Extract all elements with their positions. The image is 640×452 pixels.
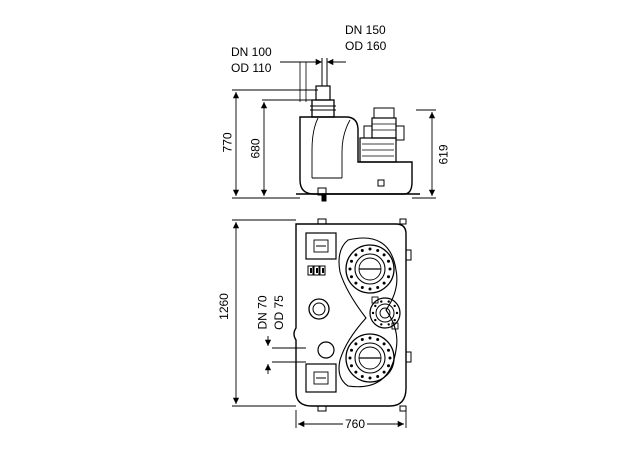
inspection-cover-top	[305, 232, 337, 260]
flange-bolt	[354, 253, 358, 257]
flange-bolt	[360, 249, 364, 252]
flange-bolt	[368, 247, 372, 251]
width-label: 760	[343, 417, 368, 431]
flange-bolt	[387, 364, 390, 368]
flange-bolt	[380, 323, 383, 326]
lower-pump-chamber	[345, 333, 395, 383]
housing-outline	[293, 223, 407, 407]
height-tank-label: 680	[248, 138, 263, 159]
outlet-dn-label: DN 150	[345, 23, 386, 37]
flange-bolt	[382, 370, 386, 374]
flange-bolt	[376, 249, 380, 252]
flange-bolt	[376, 338, 380, 341]
upper-pump-chamber	[345, 244, 395, 294]
flange-bolt	[360, 286, 364, 289]
flange-bolt	[388, 267, 392, 271]
flange-bolt	[388, 356, 392, 360]
tank-body	[299, 116, 413, 195]
flange-bolt	[350, 275, 353, 279]
round-inlet	[308, 298, 330, 320]
height-motor-label: 619	[436, 144, 451, 165]
flange-bolt	[387, 348, 390, 352]
flange-bolt	[387, 323, 390, 326]
outlet-od-label: OD 160	[345, 39, 387, 53]
flange-bolt	[393, 318, 396, 322]
flange-bolt	[354, 281, 358, 285]
flange-bolt	[382, 281, 386, 285]
side-dimensions	[232, 58, 436, 199]
terminal-blocks	[307, 265, 326, 276]
flange-bolt	[395, 311, 399, 315]
flange-bolt	[350, 259, 353, 263]
flange-bolt	[354, 370, 358, 374]
flange-bolt	[368, 336, 372, 340]
length-label: 1260	[216, 293, 231, 320]
pump-motor	[359, 107, 405, 163]
flange-bolt	[354, 342, 358, 346]
flange-bolt	[360, 338, 364, 341]
flange-bolt	[368, 376, 372, 380]
height-total-label: 770	[220, 132, 235, 153]
side-od-label: OD 75	[271, 295, 286, 330]
flange-bolt	[376, 375, 380, 378]
inlet-od-label: OD 110	[231, 61, 272, 75]
flange-bolt	[380, 300, 383, 303]
inspection-cover-bottom	[305, 363, 337, 393]
top-view	[232, 218, 412, 428]
flange-bolt	[387, 259, 390, 263]
flange-bolt	[371, 311, 375, 315]
flange-bolt	[382, 342, 386, 346]
flange-bolt	[348, 267, 352, 271]
flange-bolt	[348, 356, 352, 360]
flange-bolt	[350, 348, 353, 352]
flange-bolt	[374, 304, 377, 308]
flange-bolt	[368, 287, 372, 291]
side-view	[232, 58, 436, 202]
side-dn-label: DN 70	[255, 295, 270, 330]
middle-valve	[369, 296, 401, 330]
inlet-dn-label: DN 100	[231, 45, 272, 59]
flange-bolt	[387, 275, 390, 279]
flange-bolt	[382, 253, 386, 257]
flange-bolt	[387, 300, 390, 303]
flange-bolt	[360, 375, 364, 378]
flange-bolt	[350, 364, 353, 368]
flange-bolt	[374, 318, 377, 322]
flange-bolt	[376, 286, 380, 289]
outlet-neck	[311, 99, 335, 118]
flange-bolt	[393, 304, 396, 308]
